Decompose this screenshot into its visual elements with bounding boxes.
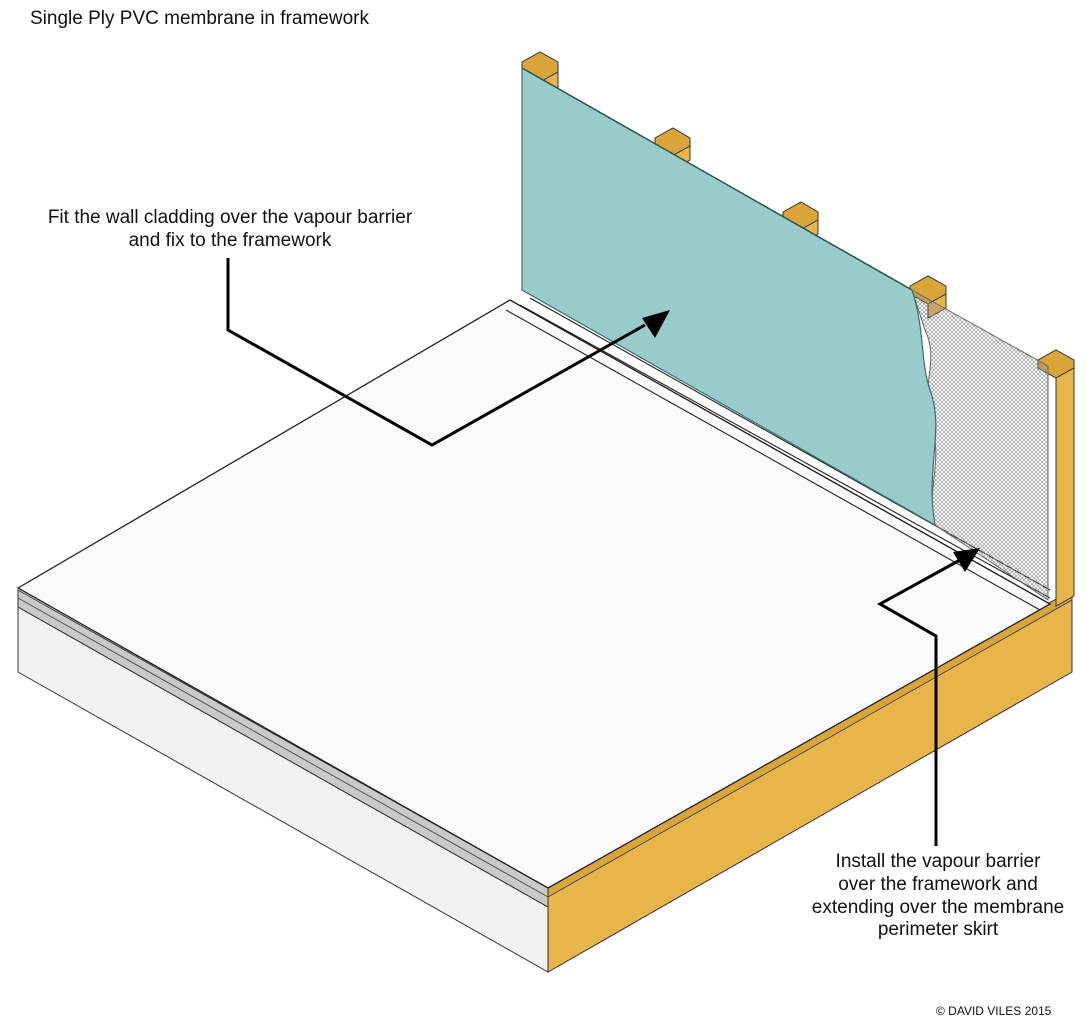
callout-line: over the framework and	[838, 873, 1038, 895]
callout-line: extending over the membrane	[811, 896, 1065, 918]
diagram-title: Single Ply PVC membrane in framework	[30, 8, 369, 29]
callout-wall-cladding: Fit the wall cladding over the vapour ba…	[14, 207, 446, 253]
cladding-top-edge	[521, 67, 913, 291]
arrow-head-icon	[642, 310, 670, 338]
callout-line: Install the vapour barrier	[835, 851, 1041, 872]
callout-line: perimeter skirt	[877, 919, 999, 941]
wall-cladding-panel	[521, 66, 937, 527]
leader-line-cladding	[226, 258, 646, 447]
copyright-credit: © DAVID VILES 2015	[936, 1004, 1052, 1018]
leader-line-vapour-barrier	[876, 558, 961, 846]
arrow-head-icon	[953, 548, 980, 572]
callout-line: Fit the wall cladding over the vapour ba…	[47, 207, 413, 228]
membrane-edge-line	[17, 597, 549, 898]
callout-line: and fix to the framework	[128, 229, 332, 251]
callout-vapour-barrier: Install the vapour barrier over the fram…	[808, 851, 1068, 942]
